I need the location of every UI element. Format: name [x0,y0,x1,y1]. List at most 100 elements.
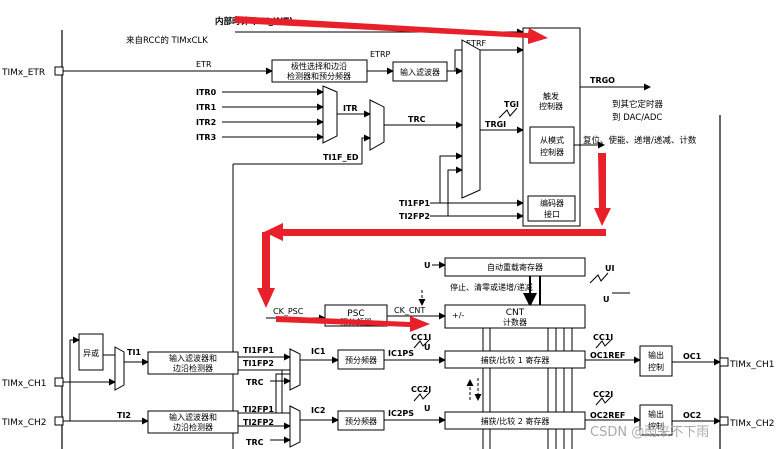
polarity-text-2: 检测器和预分频器 [287,71,351,81]
trigger-text-1: 触发 [543,91,559,101]
cnt-text: CNT [506,308,525,318]
ti1f-ed-label: TI1F_ED [323,153,359,162]
cc2i-a-label: CC2I [411,385,431,394]
ch1-in-label: TIMx_CH1 [1,379,47,389]
ic1ps-signal: IC1PS [388,349,414,358]
ic2-signal: IC2 [311,406,325,415]
plusminus-signal: +/- [452,311,464,320]
watermark: CSDN @雨来不下雨 [590,425,709,440]
trc-b2-label: TRC [246,438,264,447]
etr-pin [54,66,64,76]
auto-reload-text: 自动重载寄存器 [487,262,543,272]
ch2-in-label: TIMx_CH2 [1,418,47,428]
encoder-text-2: 接口 [544,209,560,219]
ti1-signal: TI1 [127,348,141,357]
stop-clear-note: 停止、清零或递增/递减 [450,282,533,292]
itr-mux [322,85,338,144]
itr1-label: ITR1 [196,103,217,112]
output-control-2-text-2: 控制 [648,421,664,431]
ui-signal: UI [605,264,614,273]
red-annotation-arrows [235,16,611,332]
capture-compare-1-text: 捕获/比较 1 寄存器 [481,355,550,365]
trc-b1-label: TRC [246,378,264,387]
ti2fp2-label: TI2FP2 [399,212,430,221]
ch2-pin [54,416,64,426]
oc2ref-signal: OC2REF [590,411,625,420]
ti1fp1-label: TI1FP1 [399,199,430,208]
capture-compare-2-text: 捕获/比较 2 寄存器 [481,416,550,426]
cnt-sub-text: 计数器 [503,317,527,327]
itr3-label: ITR3 [196,133,216,142]
etr-signal: ETR [196,60,212,69]
input-filter-ch2-text-1: 输入滤波器和 [169,412,217,422]
xor-text: 异或 [83,348,99,358]
slave-text-2: 控制器 [540,147,564,157]
oc1-signal: OC1 [683,352,702,361]
oc2-signal: OC2 [683,411,701,420]
ic2ps-signal: IC2PS [388,409,414,418]
ch2-out-label: TIMx_CH2 [729,419,775,429]
ch2-out-pin [719,416,729,426]
encoder-text-1: 编码器 [540,198,564,208]
prescaler-ch2-text: 预分频器 [345,416,377,426]
slave-mode-controller [529,126,575,164]
ch1-pin [54,377,64,387]
tgi-signal: TGI [504,100,519,109]
output-control-2 [639,404,673,436]
reset-enable-note: 复位、使能、递增/递减、计数 [583,135,697,146]
ti2fp2-b-label: TI2FP2 [243,418,274,427]
output-control-1 [639,345,673,377]
input-filter-ch2-text-2: 边沿检测器 [173,422,213,432]
trgi-signal: TRGI [485,120,506,129]
ic2-mux [289,405,301,448]
ti1fp2-b-label: TI1FP2 [243,359,274,368]
trgo-signal: TRGO [590,76,615,85]
u-signal-cnt: U [603,295,610,304]
u1-signal: U [424,343,431,352]
ch1-out-label: TIMx_CH1 [729,360,775,370]
ti1fp1-b-label: TI1FP1 [243,346,274,355]
ti2fp1-b-label: TI2FP1 [243,405,274,414]
cnt-block [444,304,586,329]
etr-pin-label: TIMx_ETR [1,68,45,78]
polarity-text-1: 极性选择和边沿 [291,61,347,71]
ck-cnt-signal: CK_CNT [394,306,425,315]
encoder-interface [527,195,576,222]
trigger-text-2: 控制器 [539,101,563,111]
trc-mux [369,99,385,151]
output-control-2-text-1: 输出 [648,409,664,419]
ic1-signal: IC1 [311,347,326,356]
ic1-mux [289,348,301,391]
ti1-mux [114,346,125,391]
input-filter-ch1 [147,351,239,375]
input-filter-text: 输入滤波器 [400,67,440,77]
trc-signal: TRC [408,115,426,124]
etrp-signal: ETRP [370,50,391,59]
output-control-1-text-1: 输出 [648,350,664,360]
itr2-label: ITR2 [196,118,216,127]
etrf-signal: ETRF [466,39,487,48]
cc1i-a-label: CC1I [411,333,431,342]
itr-signal: ITR [343,104,358,113]
trgi-mux [461,39,481,199]
u2-signal: U [424,404,431,413]
psc-text: PSC [347,309,364,319]
prescaler-ch1-text: 预分频器 [345,355,377,365]
input-filter-ch1-text-2: 边沿检测器 [173,363,213,373]
itr0-label: ITR0 [196,88,217,97]
other-timers-note: 到其它定时器 [612,99,664,110]
ti2-signal: TI2 [117,411,131,420]
oc1ref-signal: OC1REF [590,351,625,360]
cc1i-b-label: CC1I [593,333,613,342]
output-control-1-text-2: 控制 [648,362,664,372]
dac-adc-note: 到 DAC/ADC [612,113,662,123]
ck-psc-signal: CK_PSC [273,307,304,316]
cc2i-b-label: CC2I [593,390,613,399]
input-filter-ch1-text-1: 输入滤波器和 [169,353,217,363]
ch1-out-pin [719,357,729,367]
xor-block [78,333,104,371]
rcc-source-label: 来自RCC的 TIMxCLK [126,35,208,46]
input-filter-ch2 [147,410,239,434]
u-signal-reload: U [424,261,431,270]
